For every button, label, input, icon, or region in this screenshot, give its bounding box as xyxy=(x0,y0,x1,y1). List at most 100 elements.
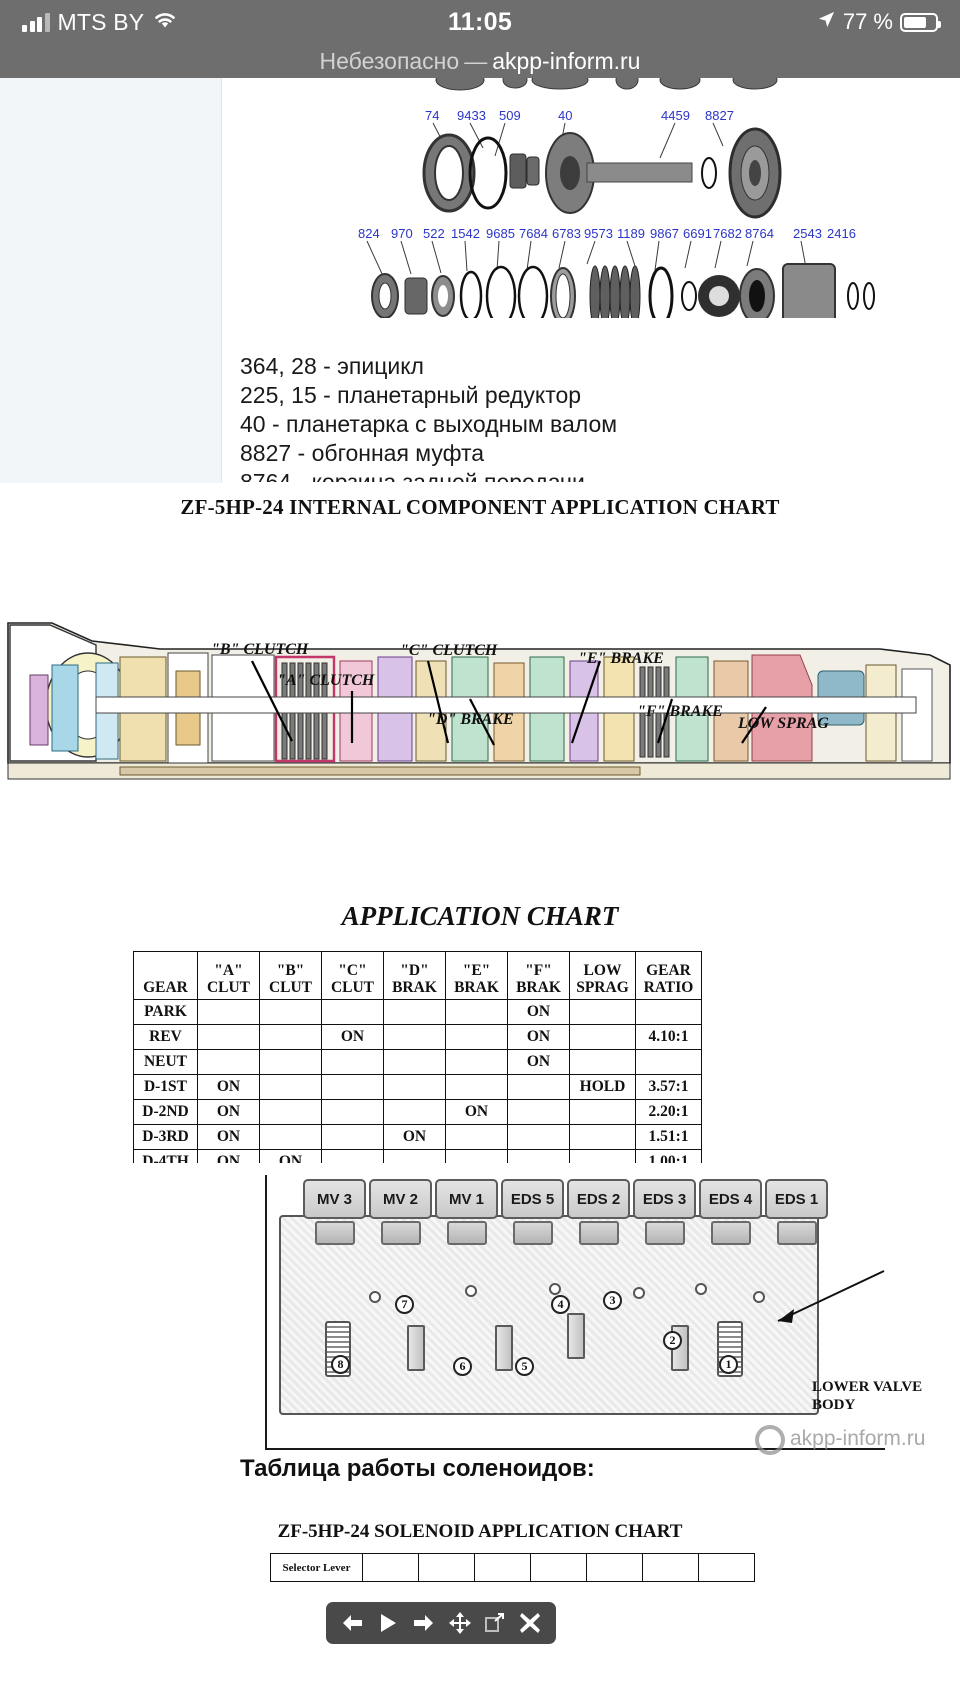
application-chart-table: GEAR "A" CLUT "B" CLUT "C" CLUT xyxy=(133,951,702,1225)
port-number: 3 xyxy=(603,1291,622,1310)
solenoid-application-table: Selector Lever xyxy=(270,1553,755,1582)
pan-move-button[interactable] xyxy=(448,1611,472,1635)
callout-e-brake: "E" BRAKE xyxy=(578,650,664,667)
e-brake-cell xyxy=(445,1049,508,1075)
col-gear-ratio: GEAR RATIO xyxy=(635,951,702,1000)
callout-f-brake: "F" BRAKE xyxy=(637,703,723,720)
col-low-sprag: LOW SPRAG xyxy=(569,951,636,1000)
close-viewer-button[interactable] xyxy=(518,1611,542,1635)
a-clutch-cell xyxy=(197,1049,260,1075)
callout-b-clutch: "B" CLUTCH xyxy=(211,641,309,658)
wifi-icon xyxy=(152,10,178,34)
e-brake-cell xyxy=(445,1124,508,1150)
low-sprag-cell xyxy=(569,1049,636,1075)
image-viewer-toolbar[interactable] xyxy=(326,1602,556,1644)
valve-spool xyxy=(567,1313,585,1359)
b-clutch-cell xyxy=(259,1074,322,1100)
part-legend-block: 364, 28 - эпицикл 225, 15 - планетарный … xyxy=(240,352,880,482)
table-header-row: GEAR "A" CLUT "B" CLUT "C" CLUT xyxy=(133,951,702,1000)
c-clutch-cell xyxy=(321,1124,384,1150)
b-clutch-cell xyxy=(259,1049,322,1075)
f-brake-cell: ON xyxy=(507,1024,570,1050)
next-image-button[interactable] xyxy=(410,1612,436,1634)
c-clutch-cell xyxy=(321,999,384,1025)
a-clutch-cell xyxy=(197,1024,260,1050)
legend-line: 8764 - корзина задней передачи xyxy=(240,469,585,482)
port-circle xyxy=(695,1283,707,1295)
part-number: 2543 xyxy=(793,226,822,241)
c-clutch-cell: ON xyxy=(321,1024,384,1050)
gear-ratio-cell xyxy=(635,1049,702,1075)
part-number: 74 xyxy=(425,108,440,123)
low-sprag-cell xyxy=(569,1099,636,1125)
site-watermark: akpp-inform.ru xyxy=(790,1427,926,1450)
part-number: 522 xyxy=(423,226,445,241)
safari-url-bar[interactable]: Небезопасно — akpp-inform.ru xyxy=(0,44,960,78)
url-domain-label: akpp-inform.ru xyxy=(492,47,641,74)
previous-image-button[interactable] xyxy=(340,1612,366,1634)
col-c-clutch: "C" CLUT xyxy=(321,951,384,1000)
part-number: 1542 xyxy=(451,226,480,241)
gear-ratio-cell: 4.10:1 xyxy=(635,1024,702,1050)
cell xyxy=(474,1553,531,1582)
f-brake-cell xyxy=(507,1099,570,1125)
selector-lever-cell: Selector Lever xyxy=(270,1553,363,1582)
cellular-bars-icon xyxy=(22,12,50,32)
watermark-logo-icon xyxy=(755,1425,785,1455)
status-bar-right: 77 % xyxy=(512,9,941,35)
solenoid-eds3: EDS 3 xyxy=(633,1179,696,1219)
url-separator: — xyxy=(464,47,488,74)
col-a-clutch: "A" CLUT xyxy=(197,951,260,1000)
part-number: 6691 xyxy=(683,226,712,241)
port-circle xyxy=(753,1291,765,1303)
e-brake-cell: ON xyxy=(445,1099,508,1125)
part-number: 509 xyxy=(499,108,521,123)
solenoid-eds1: EDS 1 xyxy=(765,1179,828,1219)
legend-line: 8827 - обгонная муфта xyxy=(240,440,485,466)
part-number: 970 xyxy=(391,226,413,241)
cell xyxy=(362,1553,419,1582)
port-circle xyxy=(369,1291,381,1303)
solenoid-stem xyxy=(579,1221,619,1245)
f-brake-cell: ON xyxy=(507,1049,570,1075)
port-circle xyxy=(549,1283,561,1295)
cell xyxy=(418,1553,475,1582)
low-sprag-cell xyxy=(569,1124,636,1150)
table-row: Selector Lever xyxy=(270,1553,755,1582)
col-b-clutch: "B" CLUT xyxy=(259,951,322,1000)
c-clutch-cell xyxy=(321,1074,384,1100)
port-circle xyxy=(465,1285,477,1297)
part-number: 9573 xyxy=(584,226,613,241)
part-number: 9433 xyxy=(457,108,486,123)
solenoid-body-image: MV 3 MV 2 MV 1 EDS 5 EDS 2 EDS 3 EDS 4 E… xyxy=(265,1175,885,1450)
part-number: 9685 xyxy=(486,226,515,241)
gear-cell: D-2ND xyxy=(133,1099,198,1125)
gear-ratio-cell: 1.51:1 xyxy=(635,1124,702,1150)
part-number: 4459 xyxy=(661,108,690,123)
play-slideshow-button[interactable] xyxy=(378,1612,398,1634)
f-brake-cell: ON xyxy=(507,999,570,1025)
fullscreen-expand-button[interactable] xyxy=(484,1612,506,1634)
zf-chart-overlay: ZF-5HP-24 INTERNAL COMPONENT APPLICATION… xyxy=(0,483,960,1644)
transmission-cutaway-illustration xyxy=(0,545,960,805)
b-clutch-cell xyxy=(259,1124,322,1150)
gear-ratio-cell: 2.20:1 xyxy=(635,1099,702,1125)
c-clutch-cell xyxy=(321,1049,384,1075)
insecure-warning-label: Небезопасно xyxy=(319,47,460,74)
d-brake-cell xyxy=(383,999,446,1025)
solenoid-stem xyxy=(381,1221,421,1245)
gear-cell: PARK xyxy=(133,999,198,1025)
e-brake-cell xyxy=(445,999,508,1025)
legend-line: 40 - планетарка с выходным валом xyxy=(240,411,618,437)
solenoid-eds5: EDS 5 xyxy=(501,1179,564,1219)
solenoid-diagram-section: MV 3 MV 2 MV 1 EDS 5 EDS 2 EDS 3 EDS 4 E… xyxy=(0,1163,960,1473)
b-clutch-cell xyxy=(259,1099,322,1125)
callout-d-brake: "D" BRAKE xyxy=(427,711,514,728)
part-number: 9867 xyxy=(650,226,679,241)
a-clutch-cell xyxy=(197,999,260,1025)
